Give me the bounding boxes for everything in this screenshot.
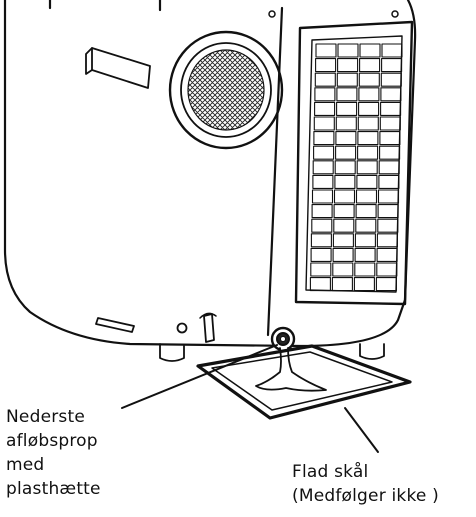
filter-slat — [357, 131, 379, 146]
filter-slat — [379, 116, 401, 131]
filter-slat — [377, 204, 399, 219]
lower-body-details — [95, 312, 217, 343]
exhaust-grille — [168, 30, 284, 150]
filter-slat — [336, 101, 358, 116]
filter-slat — [356, 160, 378, 175]
unit-body — [3, 0, 417, 348]
filter-slat — [332, 233, 354, 248]
filter-slat — [315, 43, 337, 58]
filter-slat — [313, 131, 335, 146]
filter-slat — [359, 58, 381, 73]
filter-slat — [379, 145, 401, 160]
filter-slat — [354, 233, 376, 248]
filter-slat — [358, 72, 380, 87]
filter-slat — [358, 87, 380, 102]
filter-slat — [314, 101, 336, 116]
flat-tray — [196, 344, 412, 420]
filter-slat — [310, 247, 332, 262]
filter-slat — [309, 277, 331, 292]
intake-filter — [294, 20, 414, 306]
drain-plug-label-line-1: Nederste — [6, 407, 85, 427]
filter-slat — [315, 58, 337, 73]
filter-slat — [377, 189, 400, 204]
filter-slat — [355, 218, 377, 233]
filter-slat — [333, 204, 355, 219]
filter-slat — [355, 204, 377, 219]
filter-slat — [380, 72, 402, 87]
filter-slat — [312, 174, 334, 189]
filter-slat — [311, 189, 334, 204]
drain-plug-label: Nederste afløbsprop med plasthætte — [6, 405, 101, 501]
filter-slat — [375, 277, 397, 292]
filter-slat — [310, 262, 332, 277]
filter-slat — [331, 277, 353, 292]
filter-slat — [332, 262, 354, 277]
filter-slat — [311, 218, 333, 233]
filter-slat — [310, 233, 332, 248]
filter-slat — [359, 43, 381, 58]
filter-slat — [332, 247, 354, 262]
leader-lines — [121, 344, 379, 453]
filter-slat — [357, 116, 379, 131]
filter-slat — [381, 58, 403, 73]
filter-slat — [334, 160, 356, 175]
filter-slat — [333, 189, 356, 204]
caster-wheels — [159, 343, 385, 362]
filter-slat — [381, 43, 403, 58]
filter-slat — [314, 72, 336, 87]
filter-slat — [314, 87, 336, 102]
filter-slat — [376, 247, 398, 262]
filter-slat — [380, 101, 402, 116]
filter-slat — [379, 131, 401, 146]
filter-slat — [376, 262, 398, 277]
filter-slat — [334, 174, 356, 189]
filter-slat — [333, 218, 355, 233]
filter-slat — [337, 58, 359, 73]
filter-slat — [312, 160, 334, 175]
filter-slat — [353, 277, 375, 292]
filter-slat — [337, 43, 359, 58]
filter-slat — [356, 174, 378, 189]
filter-slat — [335, 116, 357, 131]
filter-slat — [378, 160, 400, 175]
drain-plug-label-line-3: med — [6, 455, 45, 475]
filter-slat — [354, 247, 376, 262]
filter-slat — [357, 145, 379, 160]
drain-plug-label-line-4: plasthætte — [6, 479, 101, 499]
filter-slat — [313, 116, 335, 131]
flat-tray-label: Flad skål (Medfølger ikke ) — [292, 460, 439, 508]
filter-slat — [335, 145, 357, 160]
drain-plug-label-line-2: afløbsprop — [6, 431, 98, 451]
flat-tray-label-line-1: Flad skål — [292, 462, 369, 482]
filter-slat — [358, 101, 380, 116]
flat-tray-label-line-2: (Medfølger ikke ) — [292, 486, 440, 506]
side-handle — [85, 47, 151, 89]
filter-slat — [378, 174, 400, 189]
filter-slat — [336, 72, 358, 87]
filter-slat — [376, 233, 398, 248]
filter-slat — [335, 131, 357, 146]
filter-slat — [354, 262, 376, 277]
filter-slat — [311, 204, 333, 219]
filter-slat — [377, 218, 399, 233]
filter-slat — [380, 87, 402, 102]
filter-slat — [336, 87, 358, 102]
filter-slat — [313, 145, 335, 160]
filter-slat — [355, 189, 378, 204]
